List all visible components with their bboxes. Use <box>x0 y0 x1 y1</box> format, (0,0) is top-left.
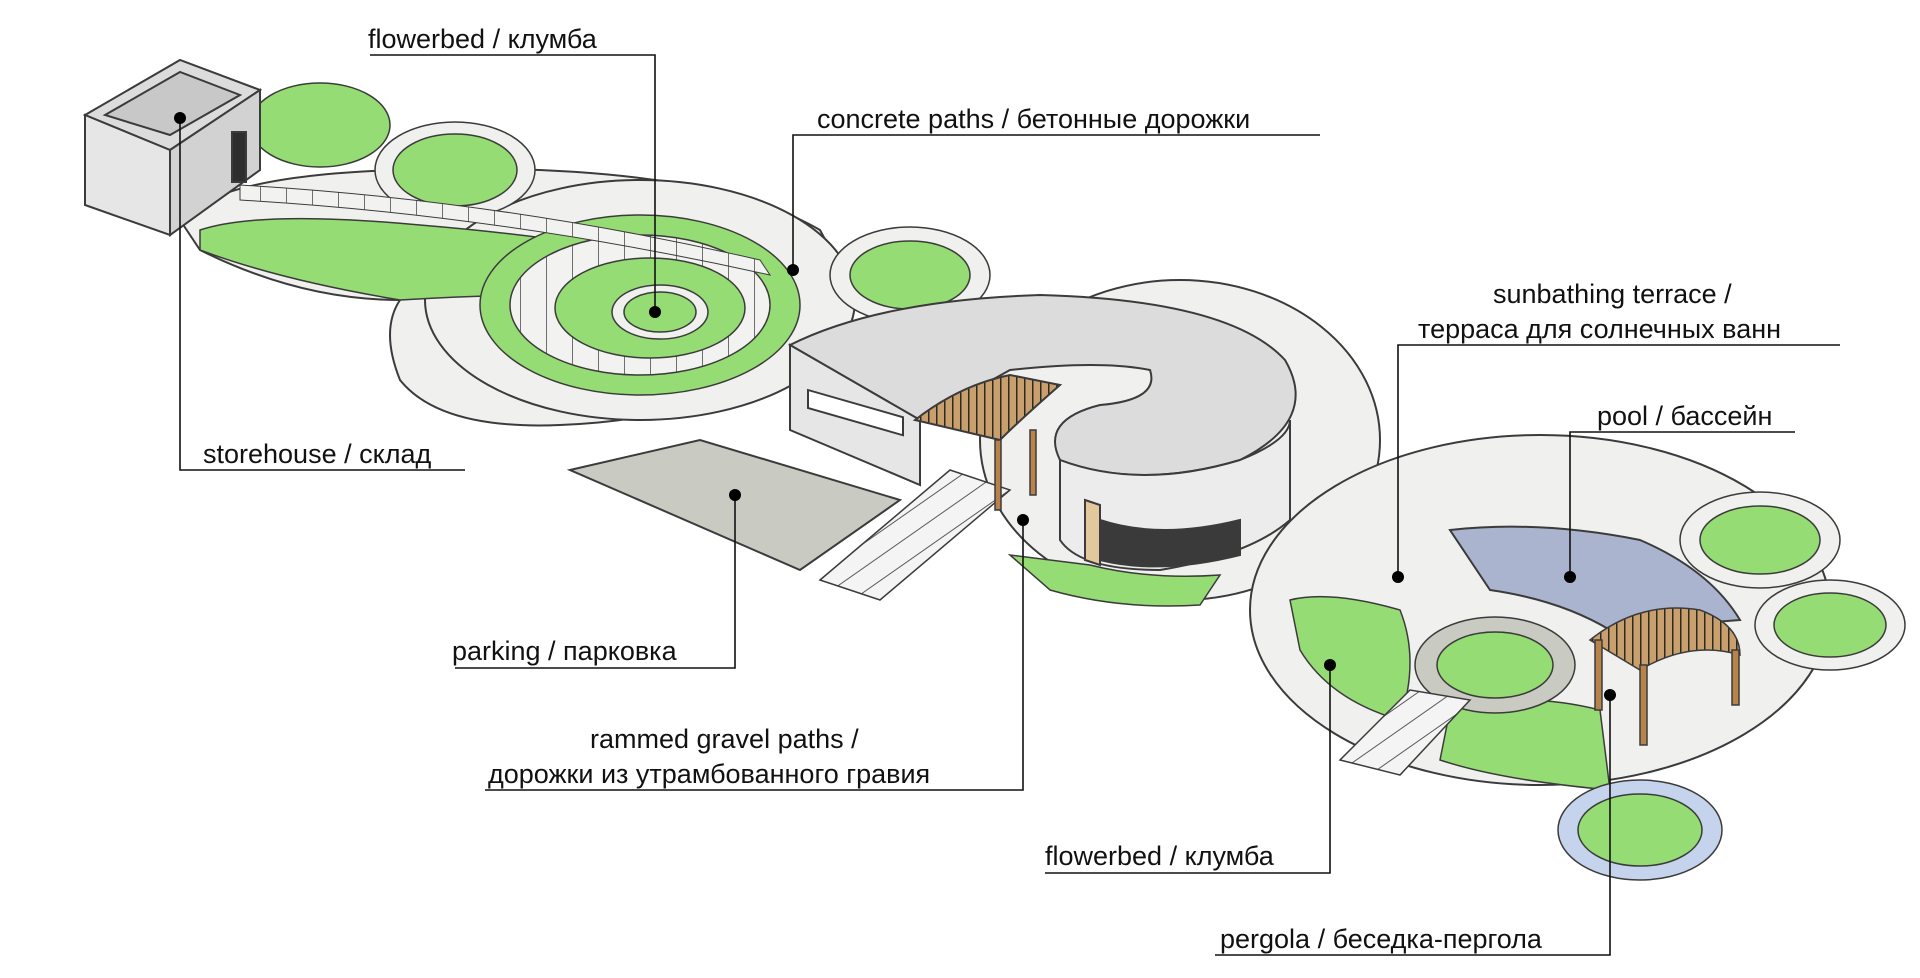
label-rammed-gravel-line2: дорожки из утрамбованного гравия <box>488 759 930 789</box>
leader-rammed-gravel <box>485 520 1024 791</box>
stairs-terrace <box>1338 689 1472 776</box>
label-concrete-paths: concrete paths / бетонные дорожки <box>817 104 1250 134</box>
leader-flowerbed-top <box>370 54 656 312</box>
leader-storehouse <box>179 118 465 471</box>
round-flowerbed-right-2-bed <box>1773 592 1887 658</box>
entrance-pergola <box>994 429 1037 511</box>
stairs-to-parking <box>818 469 1012 601</box>
dot-pergola <box>1604 689 1616 701</box>
storehouse-roof-inner <box>102 70 243 137</box>
pergola-post-3 <box>1731 649 1740 706</box>
label-flowerbed-bottom: flowerbed / клумба <box>1045 841 1275 871</box>
pergola-structure <box>1588 607 1741 746</box>
round-flowerbed-right-1-bed <box>1699 505 1821 575</box>
pergola-roof <box>1588 607 1741 671</box>
round-flowerbed-top-left <box>249 82 391 168</box>
entrance-canopy <box>912 373 1063 442</box>
label-pool: pool / бассейн <box>1597 401 1772 431</box>
terrace-circle-lawn <box>1436 631 1554 699</box>
label-sunbathing-line2: терраса для солнечных ванн <box>1418 314 1781 344</box>
main-house <box>787 293 1297 572</box>
dot-flowerbed-bottom <box>1324 659 1336 671</box>
leader-sunbathing <box>1397 344 1840 577</box>
storehouse-building <box>82 58 263 237</box>
storehouse-door <box>231 131 247 183</box>
labels: flowerbed / клумба concrete paths / бето… <box>203 24 1781 954</box>
dot-parking <box>729 489 741 501</box>
house-window-band <box>807 388 904 437</box>
dot-concrete-paths <box>787 264 799 276</box>
dot-sunbathing <box>1392 571 1404 583</box>
leader-concrete-paths <box>792 134 1320 270</box>
house-timber-panel <box>1084 498 1101 567</box>
pool <box>1448 525 1742 632</box>
pergola-post-1 <box>1594 639 1603 711</box>
dot-storehouse <box>174 112 186 124</box>
callouts <box>174 54 1840 956</box>
dot-flowerbed-top <box>649 306 661 318</box>
house-glazing <box>1099 518 1241 568</box>
round-flowerbed-bottom <box>1577 793 1703 867</box>
round-flowerbed-2 <box>849 240 971 310</box>
label-pergola: pergola / беседка-пергола <box>1220 924 1543 954</box>
storehouse-side <box>169 88 261 237</box>
pergola-post-2 <box>1639 664 1648 746</box>
house-lawn-arc <box>1007 553 1222 607</box>
label-storehouse: storehouse / склад <box>203 439 431 469</box>
dot-pool <box>1564 571 1576 583</box>
leader-pergola <box>1215 695 1611 956</box>
label-rammed-gravel-line1: rammed gravel paths / <box>590 724 859 754</box>
label-flowerbed-top: flowerbed / клумба <box>368 24 598 54</box>
gravel-path-steps <box>239 184 772 276</box>
round-flowerbed-1 <box>392 133 518 207</box>
label-sunbathing-line1: sunbathing terrace / <box>1493 279 1732 309</box>
leader-parking <box>455 495 736 669</box>
dot-rammed-gravel <box>1017 514 1029 526</box>
leader-pool <box>1569 431 1795 577</box>
label-parking: parking / парковка <box>452 636 678 666</box>
leader-flowerbed-bottom <box>1045 665 1331 874</box>
